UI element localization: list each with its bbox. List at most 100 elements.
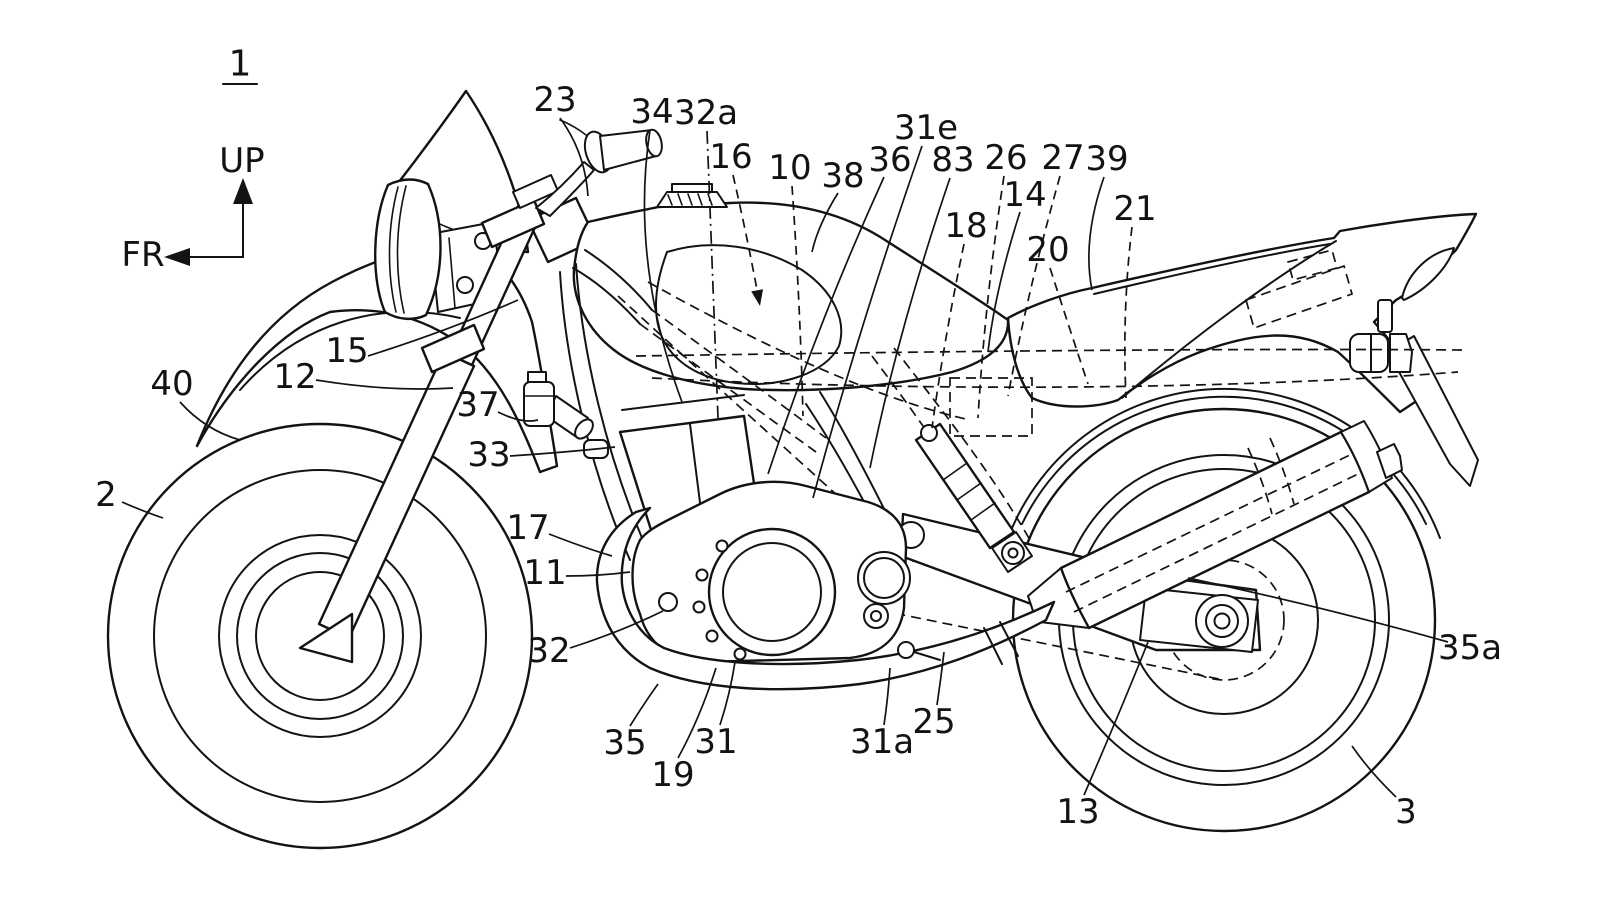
mud-flap [1387,335,1479,487]
fuel-tank [572,183,1010,392]
leader-line-17 [548,533,613,557]
leader-line-37 [497,411,539,422]
tail-bracket-strip [1377,299,1393,333]
front-fender-accent-line [239,311,461,391]
part-label-33: 33 [467,435,510,475]
part-label-14: 14 [1003,175,1046,215]
leader-line-32a [706,130,719,419]
part-label-20: 20 [1026,230,1069,270]
bracket-hole-bottom [456,276,474,294]
part-label-31: 31 [694,722,737,762]
underseat-box-hidden [1244,264,1354,330]
subframe-rail-hidden-bottom [651,371,1459,389]
part-label-36: 36 [868,140,911,180]
part-label-35: 35 [603,723,646,763]
leader-line-10 [791,185,804,417]
battery-box-hidden [949,377,1033,437]
linkage-pivot-inner [1007,547,1019,559]
part-label-11: 11 [523,553,566,593]
shock-hidden-line-2 [893,347,1031,541]
filler-cap-base [656,191,728,208]
leader-line-23 [559,117,589,197]
part-label-31e: 31e [894,108,958,148]
muffler-tip [1376,443,1403,479]
leader-line-11 [565,571,631,577]
leader-line-26 [977,175,1005,419]
part-label-21: 21 [1113,189,1156,229]
leader-line-38 [811,192,839,253]
frame-hidden-diagonal-1 [617,295,901,553]
part-label-31a: 31a [850,722,914,762]
footpeg-arm [913,651,941,661]
exhaust-pipe [595,506,1056,691]
shock-top-eye [920,424,938,442]
part-label-40: 40 [150,364,193,404]
fr-label: FR [121,235,164,275]
part-label-23: 23 [533,80,576,120]
leader-line-13 [1083,641,1149,796]
cylinder-head-line [621,394,745,411]
main-spar-front-1 [584,249,653,311]
leader-line-35a [1187,577,1449,643]
leader-line-3 [1351,745,1397,798]
part-label-26: 26 [984,138,1027,178]
rear-axle-center [1213,612,1231,630]
orientation-indicator: UP FR [121,141,264,275]
headlight-rim-line-2 [396,185,407,314]
front-wheel [106,422,534,850]
fork-lower-clamp [420,323,486,374]
leader-line-12 [315,379,454,390]
part-label-18: 18 [944,206,987,246]
leader-line-36 [767,176,885,475]
reservoir-body [523,381,555,427]
fork-lower-slider [317,350,476,640]
leader-line-20 [1049,267,1089,385]
leader-line-33 [509,446,616,457]
exhaust-header [595,506,1056,691]
taillight [1349,333,1389,373]
part-label-38: 38 [821,156,864,196]
leader-line-31a [883,667,891,726]
leader-line-32 [569,610,664,649]
motorcycle-drawing [106,89,1479,850]
part-label-83: 83 [931,140,974,180]
part-label-32a: 32a [674,93,738,133]
front-rim-inner [236,552,404,720]
bracket-fold-line [448,237,456,309]
leader-line-31 [719,661,736,726]
part-label-34: 34 [630,92,673,132]
part-label-25: 25 [912,702,955,742]
up-arrow-head-icon [233,178,253,204]
under-cowl-edge [1121,240,1337,399]
reservoir-cap [527,371,547,383]
muffler-strap-hidden-2 [1269,437,1295,505]
muffler-end-cap [1340,420,1393,493]
seat-edge-line [1093,243,1331,295]
part-label-13: 13 [1056,792,1099,832]
front-fork [298,174,559,664]
front-rim-outer [218,534,422,738]
leader-line-31e [812,145,923,499]
case-plug-inner [870,610,882,622]
underseat-box-small-hidden [1286,248,1339,282]
oil-filter-inner [863,557,905,599]
part-label-3: 3 [1395,792,1417,832]
fr-arrow-head-icon [164,248,190,266]
part-label-15: 15 [325,331,368,371]
leader-line-15 [367,299,519,357]
rear-flap-and-taillight [1349,299,1479,487]
leader-line-16 [732,174,761,307]
grip-end-cap [645,128,663,158]
license-bracket [1389,333,1413,373]
handlebar [535,119,663,217]
leader-line-27 [1007,175,1061,397]
leader-line-83 [869,177,951,469]
pipe-collar-line-1 [983,627,1003,665]
leader-line-40 [179,401,241,441]
tail-scoop [1401,247,1455,301]
front-tire-outer [106,422,534,850]
muffler-axis-hidden-1 [1065,453,1353,593]
